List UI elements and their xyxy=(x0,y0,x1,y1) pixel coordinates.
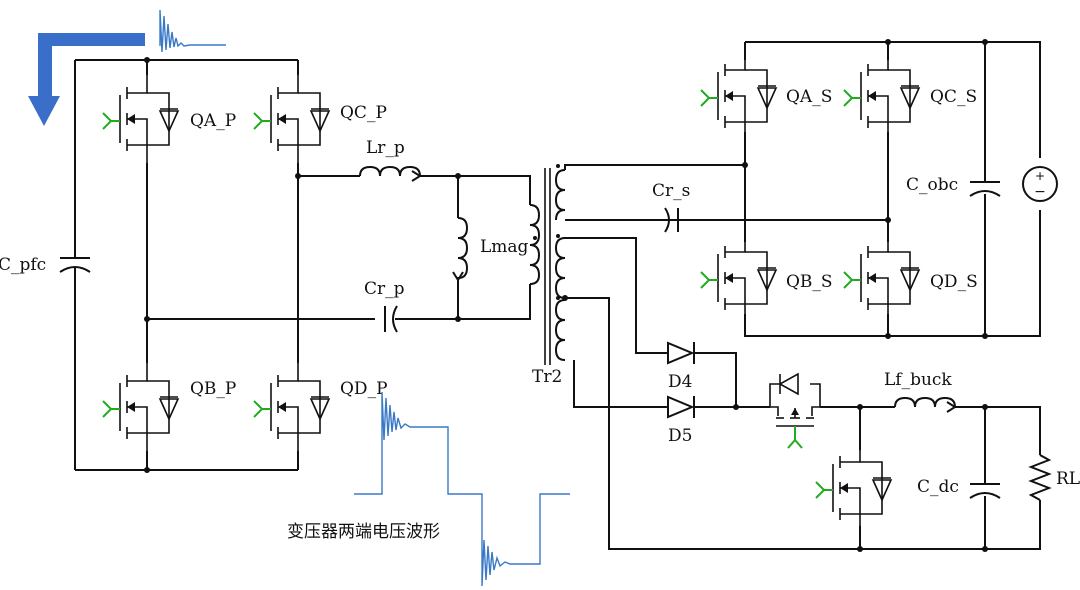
ringing-waveform-top xyxy=(159,9,226,53)
minus-sign-icon: − xyxy=(1034,184,1046,200)
c-pfc-capacitor xyxy=(59,248,91,280)
qc-s-label: QC_S xyxy=(930,87,977,107)
tr2-label: Tr2 xyxy=(532,367,562,387)
transformer-tr2 xyxy=(529,164,566,365)
cr-s-label: Cr_s xyxy=(652,181,690,201)
primary-junctions xyxy=(144,57,461,473)
voltage-source: + − xyxy=(1022,166,1058,202)
d5-label: D5 xyxy=(668,426,692,446)
lmag-inductor xyxy=(452,217,469,282)
lr-p-label: Lr_p xyxy=(366,138,405,158)
c-dc-capacitor xyxy=(969,483,1001,499)
d4-label: D4 xyxy=(668,372,692,392)
d5-diode xyxy=(667,395,695,419)
waveform-caption: 变压器两端电压波形 xyxy=(287,522,440,542)
buck-switch xyxy=(769,372,821,449)
qc-p-label: QC_P xyxy=(340,103,387,123)
qa-s-mosfet xyxy=(700,51,777,141)
rectifier-wiring xyxy=(565,237,1041,550)
lf-buck-label: Lf_buck xyxy=(884,370,952,390)
d4-diode xyxy=(667,341,695,365)
qb-p-mosfet xyxy=(102,362,179,452)
primary-wiring xyxy=(74,59,531,471)
c-dc-label: C_dc xyxy=(917,477,959,497)
rl-label: RL xyxy=(1056,469,1080,489)
qc-s-mosfet xyxy=(843,51,920,141)
current-direction-arrow xyxy=(28,33,145,126)
c-obc-label: C_obc xyxy=(906,175,958,195)
qa-p-label: QA_P xyxy=(190,111,236,131)
rl-resistor xyxy=(1028,454,1052,501)
lf-buck-inductor xyxy=(894,396,957,413)
qb-s-mosfet xyxy=(700,233,777,323)
c-obc-capacitor xyxy=(969,181,1001,197)
rectifier-junctions xyxy=(562,295,988,552)
secondary-wiring xyxy=(564,41,1041,337)
buck-lower-mosfet xyxy=(815,443,892,533)
qc-p-mosfet xyxy=(253,74,330,164)
qd-p-mosfet xyxy=(253,362,330,452)
qa-s-label: QA_S xyxy=(786,87,832,107)
qd-p-label: QD_P xyxy=(340,379,388,399)
secondary-junctions xyxy=(742,39,988,339)
cr-p-label: Cr_p xyxy=(364,279,405,299)
transformer-voltage-waveform xyxy=(354,391,570,587)
lr-p-inductor xyxy=(359,165,422,182)
qa-p-mosfet xyxy=(102,74,179,164)
lmag-label: Lmag xyxy=(480,237,529,257)
plus-sign-icon: + xyxy=(1035,169,1045,183)
qd-s-label: QD_S xyxy=(930,272,978,292)
cr-p-capacitor xyxy=(384,305,398,333)
qb-p-label: QB_P xyxy=(190,379,236,399)
cr-s-capacitor xyxy=(664,207,679,233)
c-pfc-label: C_pfc xyxy=(0,255,46,275)
qd-s-mosfet xyxy=(843,233,920,323)
qb-s-label: QB_S xyxy=(786,272,833,292)
